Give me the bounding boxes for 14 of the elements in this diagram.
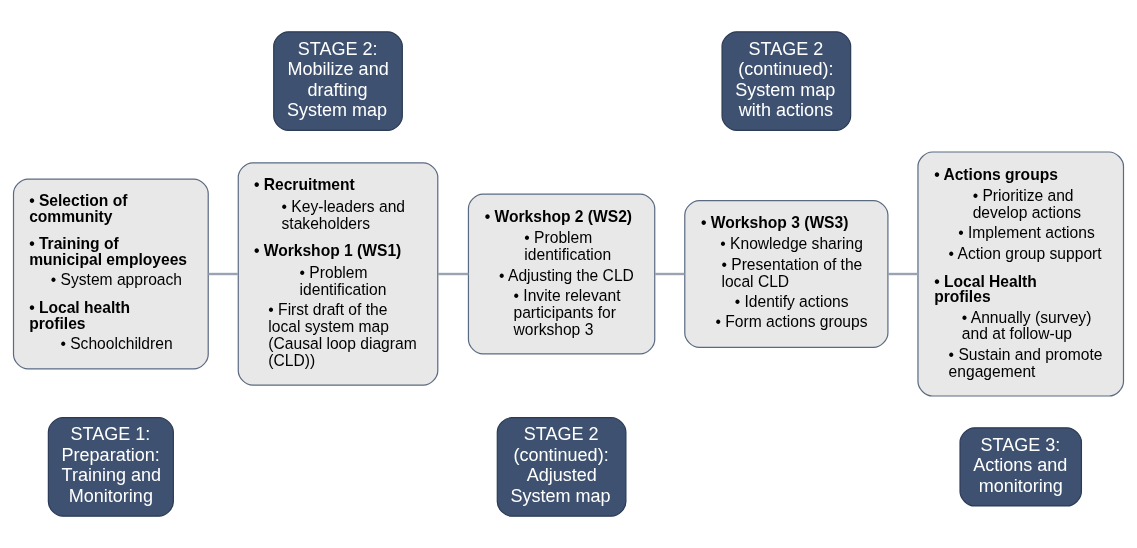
node-box: STAGE 2 (continued): System map with actions (721, 31, 852, 131)
node-box: STAGE 3: Actions and monitoring (959, 427, 1083, 507)
node-box: • Actions groups • Prioritize and develop actions • Implement actions • Action group support • Local Health profiles • Annually (survey) and at follow-up • Sustain and promote engagement (917, 151, 1125, 397)
node-box: • Selection of community • Training of municipal employees • System approach • Local health profiles • Schoolchildren (12, 178, 209, 370)
connector (888, 272, 918, 276)
node-box: STAGE 1: Preparation: Training and Monitoring (47, 417, 174, 517)
node-box: • Recruitment • Key-leaders and stakeholders • Workshop 1 (WS1) • Problem identification • First draft of the local system map (Causal loop diagram (CLD)) (237, 162, 439, 386)
node-box: • Workshop 3 (WS3) • Knowledge sharing • Presentation of the local CLD • Identify actions • Form actions groups (684, 200, 889, 348)
node-box: STAGE 2 (continued): Adjusted System map (496, 417, 627, 517)
node-box: • Workshop 2 (WS2) • Problem identification • Adjusting the CLD • Invite relevant participants for workshop 3 (467, 193, 656, 355)
node-box: STAGE 2: Mobilize and drafting System map (273, 31, 403, 131)
connector (655, 272, 685, 276)
connector (208, 272, 238, 276)
connector (438, 272, 469, 276)
